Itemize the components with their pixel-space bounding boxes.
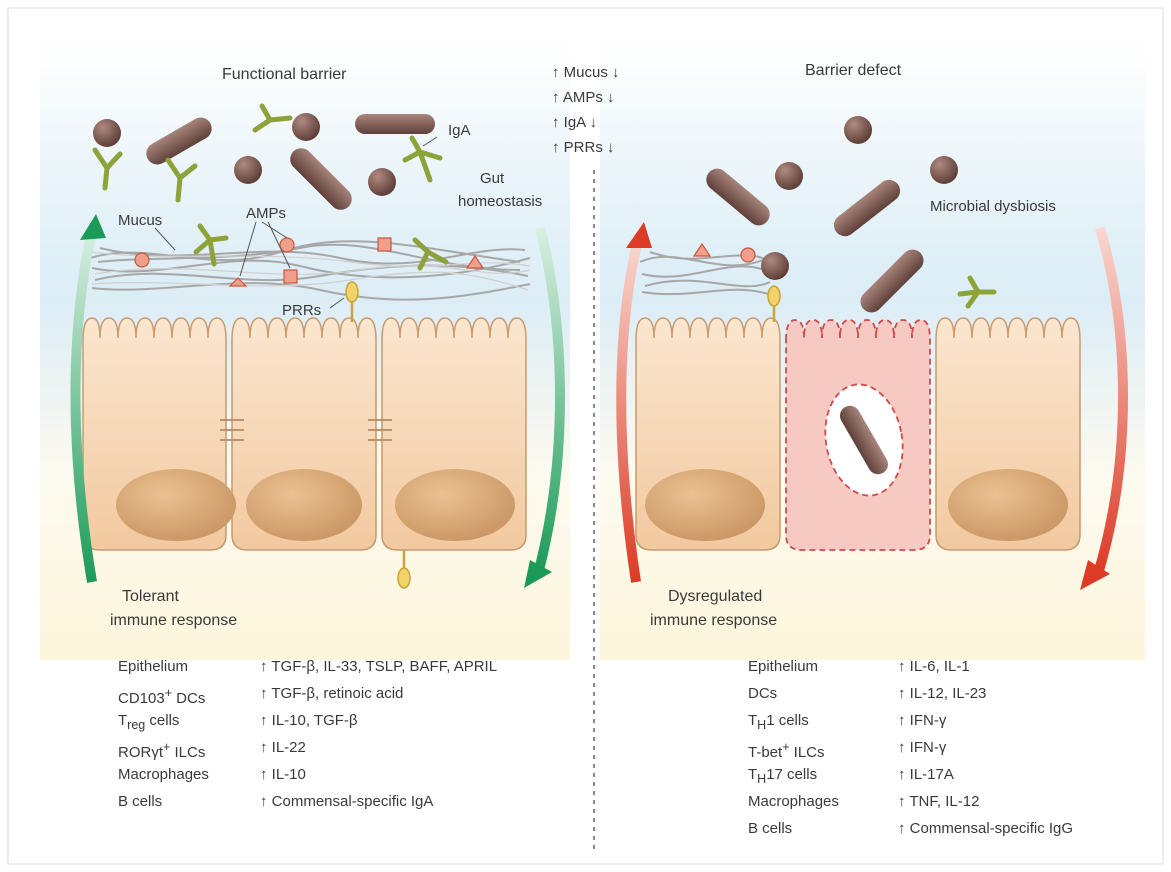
cell-type: Macrophages <box>118 761 209 788</box>
cell-type: Epithelium <box>748 653 818 680</box>
cytokine-effect: ↑ IL-6, IL-1 <box>898 653 970 680</box>
middle-change-mucus: ↑ Mucus ↓ <box>552 64 620 81</box>
amp-circle-icon <box>135 253 149 267</box>
cell-type: Epithelium <box>118 653 188 680</box>
cytokine-effect: ↑ IL-10 <box>260 761 306 788</box>
amp-circle-icon <box>280 238 294 252</box>
cell-type: B cells <box>748 815 792 842</box>
cytokine-effect: ↑ IFN-γ <box>898 707 946 734</box>
prrs-label: PRRs <box>282 302 321 319</box>
bacterium-coccus-icon <box>292 113 320 141</box>
amp-circle-icon <box>741 248 755 262</box>
table-row: Epithelium ↑ IL-6, IL-1 <box>748 653 1148 680</box>
left-panel-title: Functional barrier <box>222 66 347 83</box>
gut-homeostasis-label-line1: Gut <box>480 170 504 187</box>
dysregulated-response-label-line2: immune response <box>650 612 777 629</box>
tolerant-response-label-line1: Tolerant <box>122 588 179 605</box>
table-row: TH17 cells ↑ IL-17A <box>748 761 1148 788</box>
middle-change-prrs: ↑ PRRs ↓ <box>552 139 615 156</box>
table-row: Macrophages ↑ TNF, IL-12 <box>748 788 1148 815</box>
table-row: Treg cells ↑ IL-10, TGF-β <box>118 707 588 734</box>
iga-label: IgA <box>448 122 471 139</box>
bacterium-coccus-icon <box>368 168 396 196</box>
middle-change-iga: ↑ IgA ↓ <box>552 114 597 131</box>
cell-type: Macrophages <box>748 788 839 815</box>
bacterium-coccus-icon <box>761 252 789 280</box>
bacterium-coccus-icon <box>930 156 958 184</box>
microbial-dysbiosis-label: Microbial dysbiosis <box>930 198 1056 215</box>
table-row: Epithelium ↑ TGF-β, IL-33, TSLP, BAFF, A… <box>118 653 588 680</box>
cell-type: DCs <box>748 680 777 707</box>
cytokine-effect: ↑ IL-17A <box>898 761 954 788</box>
bacterium-rod-icon <box>355 114 435 134</box>
amps-label: AMPs <box>246 205 286 222</box>
cytokine-effect: ↑ Commensal-specific IgG <box>898 815 1073 842</box>
epithelium-right <box>636 318 1080 550</box>
prr-receptor-icon <box>346 282 358 302</box>
cytokine-effect: ↑ IL-12, IL-23 <box>898 680 986 707</box>
prr-receptor-icon <box>768 286 780 306</box>
cytokine-effect: ↑ TGF-β, IL-33, TSLP, BAFF, APRIL <box>260 653 497 680</box>
mucus-label: Mucus <box>118 212 162 229</box>
middle-change-amps: ↑ AMPs ↓ <box>552 89 615 106</box>
table-row: T-bet+ ILCs ↑ IFN-γ <box>748 734 1148 761</box>
table-row: B cells ↑ Commensal-specific IgA <box>118 788 588 815</box>
amp-square-icon <box>284 270 297 283</box>
cytokine-effect: ↑ TNF, IL-12 <box>898 788 979 815</box>
cytokine-effect: ↑ IL-10, TGF-β <box>260 707 358 734</box>
cell-type: B cells <box>118 788 162 815</box>
left-cytokine-table: Epithelium ↑ TGF-β, IL-33, TSLP, BAFF, A… <box>118 653 588 815</box>
epithelium-left <box>83 318 526 550</box>
cytokine-effect: ↑ IL-22 <box>260 734 306 761</box>
amp-square-icon <box>378 238 391 251</box>
cytokine-effect: ↑ IFN-γ <box>898 734 946 761</box>
dysregulated-response-label-line1: Dysregulated <box>668 588 762 605</box>
table-row: CD103+ DCs ↑ TGF-β, retinoic acid <box>118 680 588 707</box>
table-row: DCs ↑ IL-12, IL-23 <box>748 680 1148 707</box>
table-row: TH1 cells ↑ IFN-γ <box>748 707 1148 734</box>
bacterium-coccus-icon <box>775 162 803 190</box>
table-row: RORγt+ ILCs ↑ IL-22 <box>118 734 588 761</box>
bacterium-coccus-icon <box>93 119 121 147</box>
cytokine-effect: ↑ TGF-β, retinoic acid <box>260 680 403 707</box>
cytokine-effect: ↑ Commensal-specific IgA <box>260 788 433 815</box>
right-cytokine-table: Epithelium ↑ IL-6, IL-1 DCs ↑ IL-12, IL-… <box>748 653 1148 842</box>
table-row: B cells ↑ Commensal-specific IgG <box>748 815 1148 842</box>
bacterium-coccus-icon <box>234 156 262 184</box>
right-panel-title: Barrier defect <box>805 62 901 79</box>
gut-homeostasis-label-line2: homeostasis <box>458 193 542 210</box>
tolerant-response-label-line2: immune response <box>110 612 237 629</box>
table-row: Macrophages ↑ IL-10 <box>118 761 588 788</box>
bacterium-coccus-icon <box>844 116 872 144</box>
prr-receptor-icon <box>398 568 410 588</box>
